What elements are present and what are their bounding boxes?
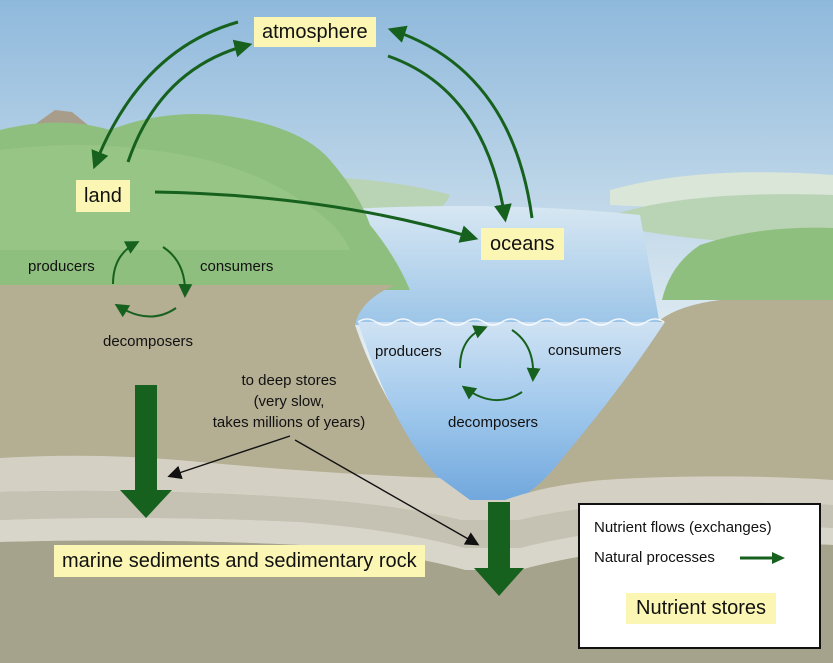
- ocean-cycle-arrow-3: [461, 385, 523, 402]
- ocean-cycle-arrow-1: [459, 325, 488, 369]
- land-decomposers-label: decomposers: [103, 333, 194, 350]
- land-cycle-arrow-2: [162, 246, 193, 298]
- pointer-to-ocean-sediments: [294, 439, 480, 546]
- store-marine-sediments: marine sediments and sedimentary rock: [54, 545, 425, 577]
- legend-box: Nutrient flows (exchanges) Natural proce…: [578, 503, 821, 649]
- deep-stores-note: to deep stores (very slow, takes million…: [198, 370, 380, 433]
- sea-surface: [330, 206, 660, 325]
- land-producers-label: producers: [28, 258, 95, 275]
- legend-processes-label: Natural processes: [594, 549, 715, 566]
- legend-flows-title: Nutrient flows (exchanges): [594, 519, 772, 536]
- ocean-decomposers-label: decomposers: [448, 414, 539, 431]
- arrow-atmosphere-to-oceans: [387, 54, 512, 223]
- arrow-land-to-atmosphere: [126, 39, 253, 163]
- land-to-sediment-arrow: [120, 385, 172, 518]
- ocean-cycle-arrow-2: [511, 329, 541, 382]
- deep-stores-note-line2: (very slow,: [253, 393, 325, 410]
- wave-line: [357, 318, 665, 326]
- arrow-atmosphere-to-land: [91, 20, 239, 170]
- land-cycle-arrow-3: [114, 303, 177, 318]
- arrow-oceans-to-atmosphere: [387, 25, 534, 219]
- store-land: land: [76, 180, 130, 212]
- arrow-land-to-oceans: [154, 190, 479, 243]
- land-cycle-arrow-1: [112, 241, 140, 285]
- pointer-to-land-sediments: [167, 435, 291, 480]
- ocean-basin: [358, 322, 665, 505]
- legend-arrow-icon: [740, 552, 785, 564]
- store-atmosphere: atmosphere: [254, 17, 376, 47]
- ocean-to-sediment-arrow: [474, 502, 524, 596]
- legend-stores-label: Nutrient stores: [626, 593, 777, 624]
- store-oceans: oceans: [481, 228, 564, 260]
- land-hill-right: [662, 227, 833, 300]
- land-consumers-label: consumers: [200, 258, 274, 275]
- ocean-producers-label: producers: [375, 343, 442, 360]
- land-hill-left-light: [0, 145, 350, 250]
- ocean-consumers-label: consumers: [548, 342, 622, 359]
- deep-stores-note-line3: takes millions of years): [212, 414, 366, 431]
- deep-stores-note-line1: to deep stores: [241, 372, 337, 389]
